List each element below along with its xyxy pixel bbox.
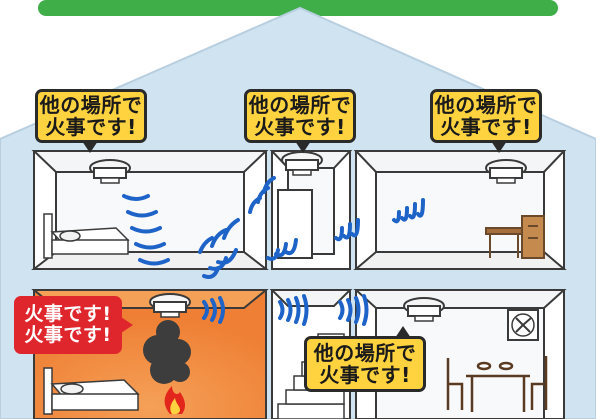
ventilation-fan-icon: [507, 309, 539, 341]
smoke-detector-icon: [149, 293, 191, 318]
bubble-notice-lower-center: 他の場所で 火事です!: [304, 326, 426, 392]
fire-icon: [164, 386, 186, 414]
table-chairs-icon: [446, 356, 548, 412]
smoke-detector-icon: [89, 159, 131, 184]
bed-icon: [43, 367, 140, 415]
table-chairs-icon: [485, 215, 545, 259]
smoke-icon: [143, 320, 191, 384]
bubble-notice-upper-left: 他の場所で 火事です!: [35, 89, 147, 153]
bed-icon: [43, 213, 130, 259]
sound-wave-icon: [122, 176, 425, 326]
bubble-notice-upper-right: 他の場所で 火事です!: [430, 89, 542, 153]
bubble-alarm-fire-room: 火事です! 火事です!: [14, 296, 133, 354]
smoke-detector-icon: [403, 297, 445, 322]
bubble-notice-upper-center: 他の場所で 火事です!: [244, 89, 356, 153]
smoke-detector-icon: [485, 159, 527, 184]
